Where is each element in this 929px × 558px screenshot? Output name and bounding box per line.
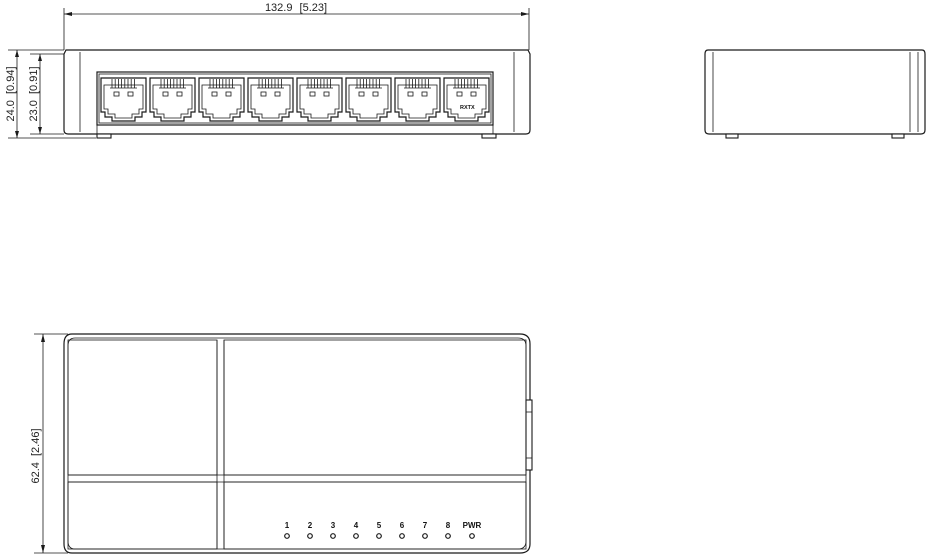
rj45-port-5 — [296, 77, 343, 122]
svg-text:62.4 [2.46]: 62.4 [2.46] — [30, 428, 42, 483]
led-dot-icon — [469, 533, 475, 539]
height-inner-inch-value: [0.91] — [28, 66, 40, 94]
led-dot-icon — [307, 533, 313, 539]
top-view: 1 2 3 4 5 6 7 8 PWR — [63, 333, 533, 554]
led-label: 2 — [308, 521, 313, 530]
led-dot-icon — [399, 533, 405, 539]
rj45-port-2 — [149, 77, 196, 122]
depth-inch-value: [2.46] — [30, 428, 42, 456]
led-2: 2 — [307, 521, 313, 539]
height-inner-value: 23.0 — [28, 100, 40, 121]
led-5: 5 — [376, 521, 382, 539]
led-3: 3 — [330, 521, 336, 539]
led-label: 3 — [331, 521, 336, 530]
led-label: 7 — [423, 521, 428, 530]
rj45-port-6 — [345, 77, 392, 122]
svg-text:23.0 [0.91]: 23.0 [0.91] — [28, 66, 40, 121]
rj45-port-row: RXTX — [100, 77, 490, 122]
led-6: 6 — [399, 521, 405, 539]
led-8: 8 — [445, 521, 451, 539]
led-label: 8 — [446, 521, 451, 530]
led-dot-icon — [353, 533, 359, 539]
svg-text:24.0 [0.94]: 24.0 [0.94] — [5, 66, 17, 121]
rj45-port-4 — [247, 77, 294, 122]
led-7: 7 — [422, 521, 428, 539]
rj45-port-1 — [100, 77, 147, 122]
width-value: 132.9 — [265, 2, 293, 14]
led-1: 1 — [284, 521, 290, 539]
height-outer-value: 24.0 — [5, 100, 17, 121]
side-view — [704, 49, 926, 139]
led-label: 1 — [285, 521, 290, 530]
width-inch-value: [5.23] — [300, 2, 328, 14]
led-dot-icon — [284, 533, 290, 539]
led-dot-icon — [422, 533, 428, 539]
depth-value: 62.4 — [30, 462, 42, 483]
front-view: RXTX — [63, 49, 531, 139]
port-marking-label: RXTX — [460, 105, 475, 111]
rj45-port-3 — [198, 77, 245, 122]
rj45-port-8 — [443, 77, 490, 122]
svg-text:132.9 [5.23]: 132.9 [5.23] — [265, 2, 327, 14]
led-indicator-row: 1 2 3 4 5 6 7 8 PWR — [284, 521, 482, 539]
height-outer-inch-value: [0.94] — [5, 66, 17, 94]
led-label: 5 — [377, 521, 382, 530]
rj45-port-7 — [394, 77, 441, 122]
led-dot-icon — [330, 533, 336, 539]
depth-dimension: 62.4 [2.46] — [30, 333, 68, 554]
height-dimensions: 24.0 [0.94] 23.0 [0.91] — [5, 49, 96, 139]
led-4: 4 — [353, 521, 359, 539]
led-pwr: PWR — [463, 521, 482, 539]
led-label: 4 — [354, 521, 359, 530]
width-dimension: 132.9 [5.23] — [63, 2, 530, 50]
led-label: 6 — [400, 521, 405, 530]
led-dot-icon — [445, 533, 451, 539]
led-label: PWR — [463, 521, 482, 530]
led-dot-icon — [376, 533, 382, 539]
